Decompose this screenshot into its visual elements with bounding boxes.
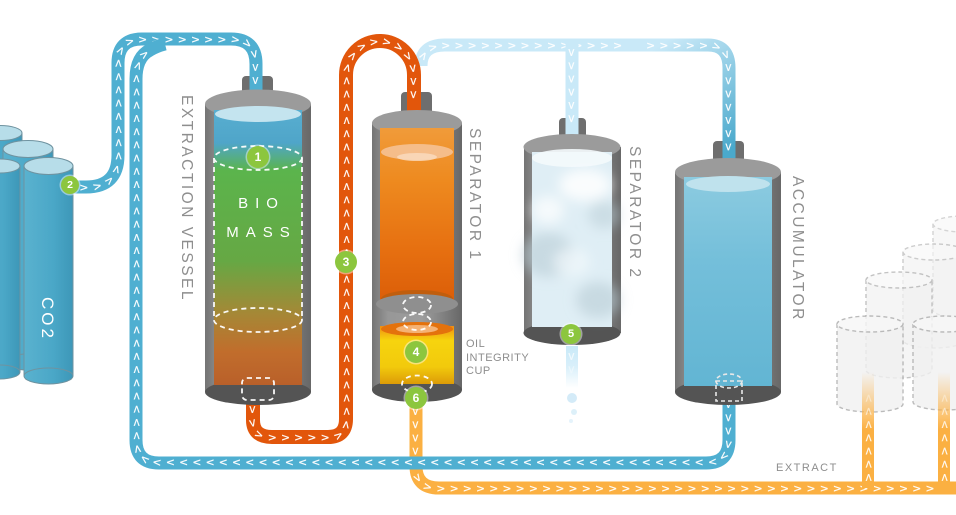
co2-tank-label: CO2 <box>38 297 57 341</box>
biomass-line-2: MASS <box>226 224 297 241</box>
vapor-pipe-top <box>414 38 640 67</box>
marker-1: 1 <box>247 146 269 168</box>
co2-feed-pipe <box>60 32 263 194</box>
accumulator-outlet-dashed <box>715 373 743 402</box>
marker-2: 2 <box>61 176 79 194</box>
drip-droplet <box>569 419 573 423</box>
separator-1 <box>372 110 462 402</box>
extraction-vessel <box>205 89 311 405</box>
divider <box>376 294 458 314</box>
co2-return-pipe <box>129 37 736 470</box>
oil-integrity-cup-label: OIL INTEGRITY CUP <box>466 338 529 377</box>
vapor-clouds <box>522 169 620 318</box>
drip-droplet <box>567 393 577 403</box>
extract-label: EXTRACT <box>776 462 838 474</box>
vessel-outlet-dashed <box>241 377 275 401</box>
biomass-line-1: BIO <box>238 195 285 212</box>
drip-droplet <box>571 409 577 415</box>
collection-jars <box>836 215 956 413</box>
liquid-surface <box>532 149 612 167</box>
vapor-pipe-to-accumulator <box>640 38 736 162</box>
collection-jar <box>836 315 904 413</box>
accumulator-label: ACCUMULATOR <box>789 176 806 322</box>
liquid-surface <box>215 106 301 122</box>
co2-tank-front <box>23 157 74 385</box>
liquid-surface <box>686 176 770 192</box>
separator-2-label: SEPARATOR 2 <box>626 146 643 280</box>
separator-1-label: SEPARATOR 1 <box>466 128 483 262</box>
marker-6: 6 <box>405 387 427 409</box>
vessel-necks <box>242 76 744 173</box>
marker-4: 4 <box>405 341 427 363</box>
co2-tanks <box>0 125 74 385</box>
biomass-dashed-outline <box>213 145 303 401</box>
marker-5: 5 <box>561 324 581 344</box>
accumulator <box>675 158 781 405</box>
biomass-content-label: BIO MASS <box>210 189 306 247</box>
marker-3: 3 <box>335 251 357 273</box>
separator-2 <box>522 134 621 345</box>
co2-tank <box>0 158 21 380</box>
extraction-vessel-label: EXTRACTION VESSEL <box>178 95 195 303</box>
extraction-pipe <box>246 34 421 444</box>
extract-pipe <box>409 401 956 495</box>
